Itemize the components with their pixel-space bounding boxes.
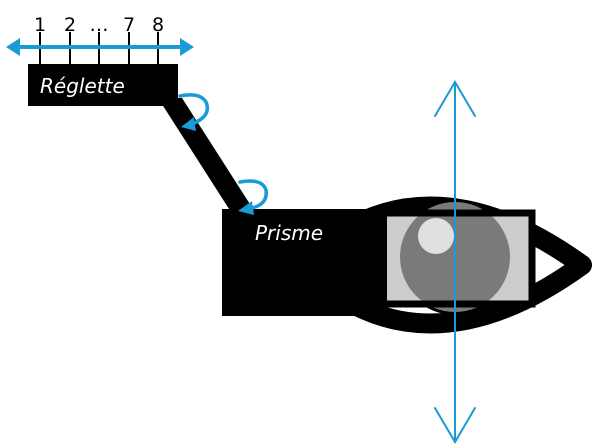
ruler-tick-label: 2 [64,14,76,36]
prism-block [222,209,387,316]
rotation-arrow-icon [178,93,210,131]
ruler-tick-label: 1 [34,14,46,36]
ruler-tick-label: 7 [123,14,135,36]
ruler-tick-label: 8 [152,14,164,36]
ruler-tick-labels: 1 2 … 7 8 [34,14,164,36]
prisme-label: Prisme [255,221,323,245]
reglette-block [28,64,178,106]
double-headed-arrow-icon [434,80,476,444]
double-headed-arrow-icon [6,38,194,56]
reglette-label: Réglette [40,74,125,98]
ruler-tick-label: … [90,14,109,36]
iris-highlight [418,218,454,254]
rotation-arrow-icon [238,179,268,215]
